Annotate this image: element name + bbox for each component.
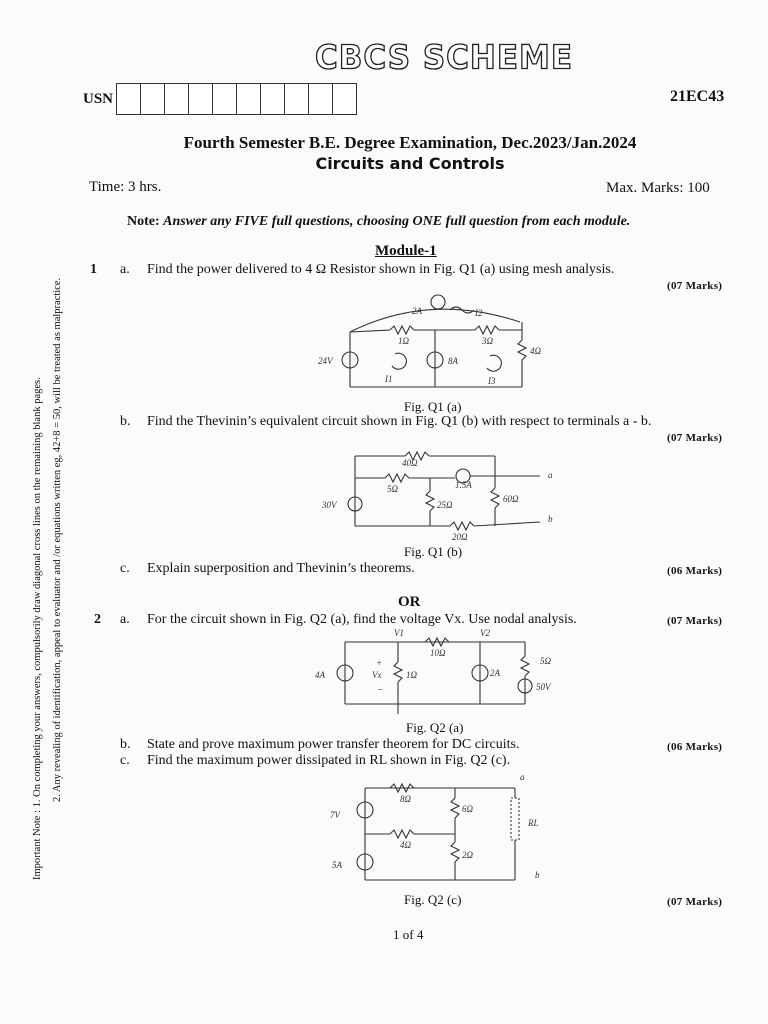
question-number: 2 <box>94 612 101 627</box>
label-vx: Vx <box>372 670 382 680</box>
subject-code: 21EC43 <box>670 88 725 105</box>
time-allowed: Time: 3 hrs. <box>89 179 162 195</box>
marks-label: (07 Marks) <box>667 896 723 908</box>
terminal-b: b <box>548 514 553 524</box>
terminal-a: a <box>548 470 553 480</box>
label-4a: 4A <box>315 670 326 680</box>
figure-caption: Fig. Q2 (c) <box>404 892 462 907</box>
label-rl: RL <box>527 818 539 828</box>
label-1ohm: 1Ω <box>406 670 418 680</box>
exam-title: Fourth Semester B.E. Degree Examination,… <box>183 133 637 152</box>
terminal-a: a <box>520 772 525 782</box>
usn-box[interactable] <box>188 83 213 115</box>
note-text: Answer any FIVE full questions, choosing… <box>163 214 631 229</box>
note-label: Note: <box>127 214 160 229</box>
usn-box[interactable] <box>260 83 285 115</box>
question-text: Explain superposition and Thevinin’s the… <box>147 561 415 576</box>
label-25ohm: 25Ω <box>437 500 453 510</box>
scheme-stamp: CBCS SCHEME <box>314 38 574 77</box>
label-8a: 8A <box>448 356 459 366</box>
usn-box[interactable] <box>212 83 237 115</box>
marks-label: (07 Marks) <box>667 615 723 627</box>
circuit-diagram-q1a: 2A I2 1Ω 3Ω 4Ω 24V 8A I1 I3 <box>318 294 542 388</box>
label-v1: V1 <box>394 628 404 638</box>
label-24v: 24V <box>318 356 334 366</box>
marks-label: (07 Marks) <box>667 432 723 444</box>
figure-caption: Fig. Q1 (a) <box>404 399 462 414</box>
usn-box[interactable] <box>332 83 357 115</box>
subject-title: Circuits and Controls <box>315 154 505 173</box>
usn-boxes[interactable] <box>116 83 357 115</box>
marks-label: (07 Marks) <box>667 280 723 292</box>
label-4ohm: 4Ω <box>400 840 412 850</box>
label-1ohm: 1Ω <box>398 336 410 346</box>
usn-box[interactable] <box>308 83 333 115</box>
label-1-5a: 1.5A <box>455 480 472 490</box>
circuit-diagram-q2c: 7V 8Ω 6Ω RL 4Ω 2Ω 5A a b <box>330 772 540 881</box>
question-text: For the circuit shown in Fig. Q2 (a), fi… <box>147 612 577 627</box>
instructions-note: Note: Answer any FIVE full questions, ch… <box>127 214 630 230</box>
label-50v: 50V <box>536 682 552 692</box>
label-2a: 2A <box>412 306 423 316</box>
side-important-note-2: 2. Any revealing of identification, appe… <box>52 277 63 802</box>
label-2ohm: 2Ω <box>462 850 474 860</box>
label-30v: 30V <box>321 500 338 510</box>
label-5a: 5A <box>332 860 343 870</box>
part-label: c. <box>120 561 130 576</box>
question-number: 1 <box>90 262 97 277</box>
label-6ohm: 6Ω <box>462 804 474 814</box>
label-10ohm: 10Ω <box>430 648 446 658</box>
usn-box[interactable] <box>236 83 261 115</box>
circuit-diagram-q1b: 40Ω 1.5A 5Ω 30V 25Ω 60Ω 20Ω a b <box>321 450 553 542</box>
usn-box[interactable] <box>284 83 309 115</box>
part-label: b. <box>120 414 131 429</box>
label-i1: I1 <box>384 374 393 384</box>
usn-box[interactable] <box>140 83 165 115</box>
circuit-diagram-q2a: V1 V2 10Ω 4A Vx + – 1Ω 2A 5Ω 50V <box>315 628 552 714</box>
figure-caption: Fig. Q1 (b) <box>404 544 463 559</box>
label-40ohm: 40Ω <box>402 458 418 468</box>
part-label: a. <box>120 612 130 627</box>
max-marks: Max. Marks: 100 <box>606 180 710 196</box>
question-text: Find the power delivered to 4 Ω Resistor… <box>147 262 615 277</box>
label-i3: I3 <box>487 376 496 386</box>
label-5ohm: 5Ω <box>540 656 552 666</box>
marks-label: (06 Marks) <box>667 565 723 577</box>
part-label: c. <box>120 753 130 768</box>
label-v2: V2 <box>480 628 490 638</box>
terminal-b: b <box>535 870 540 880</box>
usn-box[interactable] <box>164 83 189 115</box>
label-8ohm: 8Ω <box>400 794 412 804</box>
label-4ohm: 4Ω <box>530 346 542 356</box>
label-60ohm: 60Ω <box>503 494 519 504</box>
question-text: State and prove maximum power transfer t… <box>147 737 520 752</box>
label-i2: I2 <box>474 308 483 318</box>
part-label: b. <box>120 737 131 752</box>
label-20ohm: 20Ω <box>452 532 468 542</box>
label-minus: – <box>377 684 383 694</box>
label-3ohm: 3Ω <box>481 336 494 346</box>
label-plus: + <box>376 658 382 668</box>
page-number: 1 of 4 <box>393 927 424 942</box>
question-text: Find the Thevinin’s equivalent circuit s… <box>147 414 652 429</box>
part-label: a. <box>120 262 130 277</box>
marks-label: (06 Marks) <box>667 741 723 753</box>
label-7v: 7V <box>330 810 342 820</box>
usn-box[interactable] <box>116 83 141 115</box>
label-2a: 2A <box>490 668 501 678</box>
label-5ohm: 5Ω <box>387 484 399 494</box>
question-text: Find the maximum power dissipated in RL … <box>147 753 511 768</box>
usn-label: USN <box>83 91 114 107</box>
figure-caption: Fig. Q2 (a) <box>406 720 464 735</box>
side-important-note-1: Important Note : 1. On completing your a… <box>32 377 43 880</box>
or-separator: OR <box>398 594 421 610</box>
module-heading: Module-1 <box>375 243 437 259</box>
